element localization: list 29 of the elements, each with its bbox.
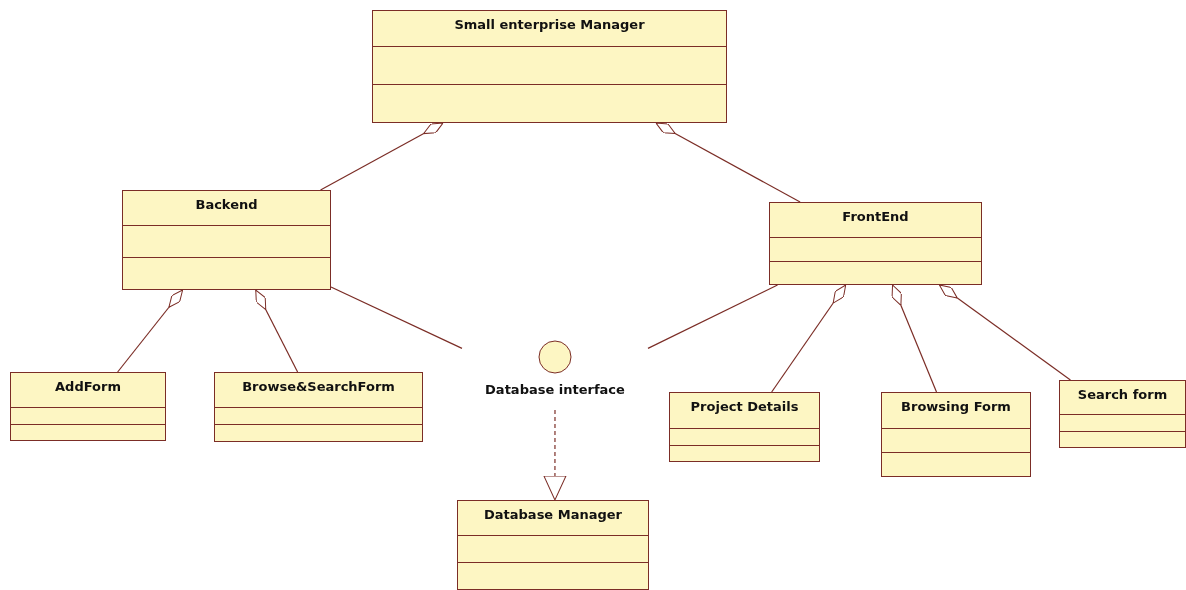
- aggregation-line: [655, 122, 801, 203]
- class-box: [669, 392, 820, 462]
- aggregation-line: [255, 289, 299, 373]
- class-box: [1059, 380, 1186, 448]
- association-line: [647, 284, 779, 349]
- aggregation-line: [771, 284, 847, 393]
- class-name: Search form: [1077, 387, 1168, 402]
- class-name: Browsing Form: [901, 399, 1011, 414]
- aggregation-line: [891, 284, 938, 393]
- class-box: [214, 372, 423, 442]
- class-box: [10, 372, 166, 441]
- aggregation-line: [938, 284, 1072, 381]
- class-box: [457, 500, 649, 590]
- class-name: Browse&SearchForm: [242, 379, 395, 394]
- association-line: [330, 286, 463, 349]
- class-name: Small enterprise Manager: [454, 17, 645, 32]
- aggregation-line: [319, 122, 444, 191]
- class-name: FrontEnd: [842, 209, 909, 224]
- realization-arrow: [543, 409, 567, 501]
- class-name: Database Manager: [484, 507, 622, 522]
- class-name: Project Details: [690, 399, 799, 414]
- class-name: Backend: [195, 197, 258, 212]
- class-box: [881, 392, 1031, 477]
- aggregation-line: [117, 289, 184, 373]
- class-name: AddForm: [55, 379, 121, 394]
- class-box: [769, 202, 982, 285]
- class-box: [122, 190, 331, 290]
- class-box: [372, 10, 727, 123]
- interface-name: Database interface: [485, 382, 625, 397]
